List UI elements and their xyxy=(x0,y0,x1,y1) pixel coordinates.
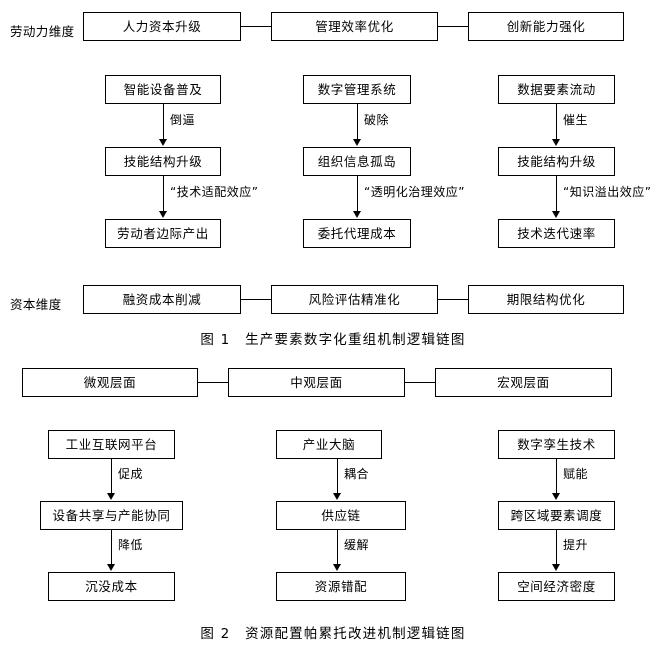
flow-box-f2-col3-middle[interactable]: 跨区域要素调度 xyxy=(498,501,615,530)
edge-label-f2-col2-2: 缓解 xyxy=(344,538,370,552)
flow-box-col1-outcome[interactable]: 劳动者边际产出 xyxy=(105,219,221,248)
edge-label-f2-col3-1: 赋能 xyxy=(563,467,589,481)
edge-label-f2-col1-1: 促成 xyxy=(118,467,144,481)
connector-col3-driver-middle xyxy=(556,104,557,143)
flow-box-capital-2[interactable]: 风险评估精准化 xyxy=(271,285,438,314)
arrowhead-col2-1 xyxy=(352,139,361,146)
arrowhead-f2-col2-2 xyxy=(332,564,341,571)
connector-col2-driver-middle xyxy=(357,104,358,143)
edge-label-f2-col2-1: 耦合 xyxy=(344,467,370,481)
flow-box-col3-outcome[interactable]: 技术迭代速率 xyxy=(498,219,615,248)
edge-label-col3-2: “知识溢出效应” xyxy=(563,185,652,199)
flow-box-labor-3[interactable]: 创新能力强化 xyxy=(468,12,624,41)
figure-1-caption: 图 1 生产要素数字化重组机制逻辑链图 xyxy=(200,332,466,348)
arrowhead-f2-col3-2 xyxy=(551,564,560,571)
dimension-label-labor: 劳动力维度 xyxy=(10,24,75,39)
arrowhead-f2-col3-1 xyxy=(551,493,560,500)
connector-f2-col1-driver-middle xyxy=(111,459,112,497)
flow-box-col3-middle[interactable]: 技能结构升级 xyxy=(498,147,615,176)
connector-f2-col1-middle-outcome xyxy=(111,530,112,568)
flow-box-col1-middle[interactable]: 技能结构升级 xyxy=(105,147,221,176)
connector-level-1-2 xyxy=(198,382,228,383)
connector-col1-middle-outcome xyxy=(163,176,164,215)
figure-2-caption: 图 2 资源配置帕累托改进机制逻辑链图 xyxy=(200,626,466,642)
connector-f2-col2-driver-middle xyxy=(337,459,338,497)
flow-box-f2-col3-driver[interactable]: 数字孪生技术 xyxy=(498,430,615,459)
flow-box-f2-col2-outcome[interactable]: 资源错配 xyxy=(276,572,406,601)
edge-label-f2-col3-2: 提升 xyxy=(563,538,589,552)
figure-2: 微观层面 中观层面 宏观层面 工业互联网平台 促成 设备共享与产能协同 降低 沉… xyxy=(0,358,666,652)
arrowhead-f2-col2-1 xyxy=(332,493,341,500)
dimension-label-capital: 资本维度 xyxy=(10,297,62,312)
connector-f2-col3-middle-outcome xyxy=(556,530,557,568)
arrowhead-col3-1 xyxy=(551,139,560,146)
flow-box-col2-driver[interactable]: 数字管理系统 xyxy=(303,75,411,104)
figure-1: 劳动力维度 人力资本升级 管理效率优化 创新能力强化 智能设备普及 倒逼 技能结… xyxy=(10,12,652,348)
arrowhead-col1-1 xyxy=(158,139,167,146)
connector-f2-col2-middle-outcome xyxy=(337,530,338,568)
edge-label-col2-1: 破除 xyxy=(364,113,390,127)
flow-box-col2-outcome[interactable]: 委托代理成本 xyxy=(303,219,411,248)
flow-box-f2-col3-outcome[interactable]: 空间经济密度 xyxy=(498,572,615,601)
flow-box-col3-driver[interactable]: 数据要素流动 xyxy=(498,75,615,104)
flow-box-capital-1[interactable]: 融资成本削减 xyxy=(83,285,241,314)
flow-box-f2-col1-middle[interactable]: 设备共享与产能协同 xyxy=(40,501,183,530)
edge-label-col1-2: “技术适配效应” xyxy=(170,185,259,199)
connector-col3-middle-outcome xyxy=(556,176,557,215)
flow-box-level-1[interactable]: 微观层面 xyxy=(22,368,198,397)
flow-box-labor-2[interactable]: 管理效率优化 xyxy=(271,12,438,41)
connector-level-2-3 xyxy=(405,382,435,383)
connector-labor-2-3 xyxy=(438,26,468,27)
arrowhead-f2-col1-1 xyxy=(106,493,115,500)
flow-box-col2-middle[interactable]: 组织信息孤岛 xyxy=(303,147,411,176)
arrowhead-f2-col1-2 xyxy=(106,564,115,571)
flow-box-col1-driver[interactable]: 智能设备普及 xyxy=(105,75,221,104)
arrowhead-col3-2 xyxy=(551,211,560,218)
connector-f2-col3-driver-middle xyxy=(556,459,557,497)
connector-capital-2-3 xyxy=(438,299,468,300)
flow-box-f2-col2-middle[interactable]: 供应链 xyxy=(276,501,406,530)
connector-capital-1-2 xyxy=(241,299,271,300)
edge-label-f2-col1-2: 降低 xyxy=(118,538,144,552)
flow-box-f2-col2-driver[interactable]: 产业大脑 xyxy=(276,430,382,459)
connector-col1-driver-middle xyxy=(163,104,164,143)
flow-box-f2-col1-driver[interactable]: 工业互联网平台 xyxy=(48,430,175,459)
edge-label-col1-1: 倒逼 xyxy=(170,113,196,127)
connector-labor-1-2 xyxy=(241,26,271,27)
arrowhead-col1-2 xyxy=(158,211,167,218)
flow-box-level-2[interactable]: 中观层面 xyxy=(228,368,405,397)
connector-col2-middle-outcome xyxy=(357,176,358,215)
arrowhead-col2-2 xyxy=(352,211,361,218)
edge-label-col2-2: “透明化治理效应” xyxy=(364,185,465,199)
flow-box-labor-1[interactable]: 人力资本升级 xyxy=(83,12,241,41)
edge-label-col3-1: 催生 xyxy=(563,113,589,127)
flow-box-capital-3[interactable]: 期限结构优化 xyxy=(468,285,624,314)
flow-box-f2-col1-outcome[interactable]: 沉没成本 xyxy=(48,572,175,601)
flow-box-level-3[interactable]: 宏观层面 xyxy=(435,368,612,397)
